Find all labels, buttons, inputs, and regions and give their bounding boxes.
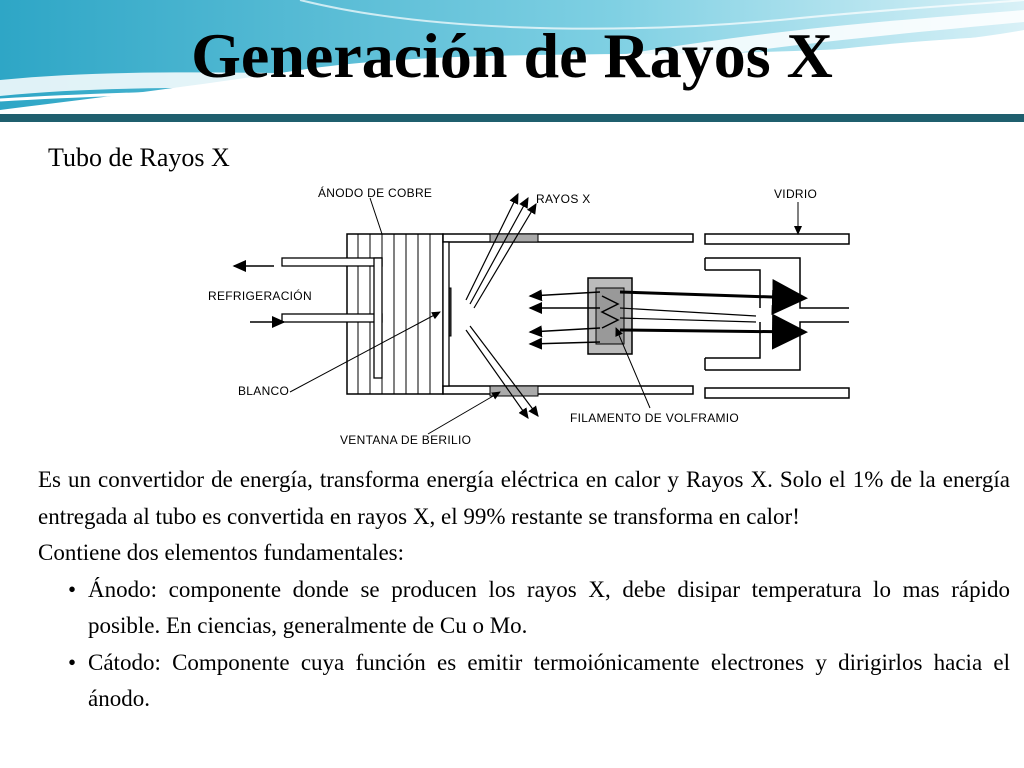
coolant-arrows bbox=[232, 260, 286, 328]
label-leaders bbox=[289, 197, 802, 435]
header-wave-decoration bbox=[0, 0, 1024, 122]
label-ventana-berilio: VENTANA DE BERILIO bbox=[340, 433, 471, 447]
label-vidrio: VIDRIO bbox=[774, 187, 817, 201]
bullet-text: Ánodo: componente donde se producen los … bbox=[88, 576, 1010, 639]
slide-body: Es un convertidor de energía, transforma… bbox=[38, 462, 1010, 718]
label-anodo-cobre: ÁNODO DE COBRE bbox=[318, 185, 432, 200]
header-banner: Generación de Rayos X bbox=[0, 0, 1024, 122]
bullet-catodo: • Cátodo: Componente cuya función es emit… bbox=[38, 645, 1010, 718]
label-refrigeracion: REFRIGERACIÓN bbox=[208, 288, 312, 303]
electron-beams bbox=[528, 279, 808, 350]
intro-line: Contiene dos elementos fundamentales: bbox=[38, 540, 404, 565]
slide-subtitle: Tubo de Rayos X bbox=[48, 143, 230, 172]
title-divider bbox=[0, 114, 1024, 122]
label-blanco: BLANCO bbox=[238, 384, 289, 398]
label-rayos-x: RAYOS X bbox=[536, 192, 591, 206]
xray-tube-diagram: ÁNODO DE COBRE RAYOS X VIDRIO REFRIGERAC… bbox=[208, 185, 850, 447]
bullet-symbol: • bbox=[68, 576, 77, 602]
slide-title: Generación de Rayos X bbox=[191, 20, 833, 91]
description-paragraph: Es un convertidor de energía, transforma… bbox=[38, 467, 1010, 529]
xray-beams bbox=[465, 192, 539, 419]
bullet-symbol: • bbox=[68, 649, 77, 675]
bullet-text: Cátodo: Componente cuya función es emiti… bbox=[88, 649, 1010, 712]
bullet-anodo: • Ánodo: componente donde se producen los… bbox=[38, 572, 1010, 645]
bullet-list: • Ánodo: componente donde se producen los… bbox=[38, 572, 1010, 718]
label-filamento: FILAMENTO DE VOLFRAMIO bbox=[570, 411, 739, 425]
anode-block bbox=[281, 233, 452, 395]
